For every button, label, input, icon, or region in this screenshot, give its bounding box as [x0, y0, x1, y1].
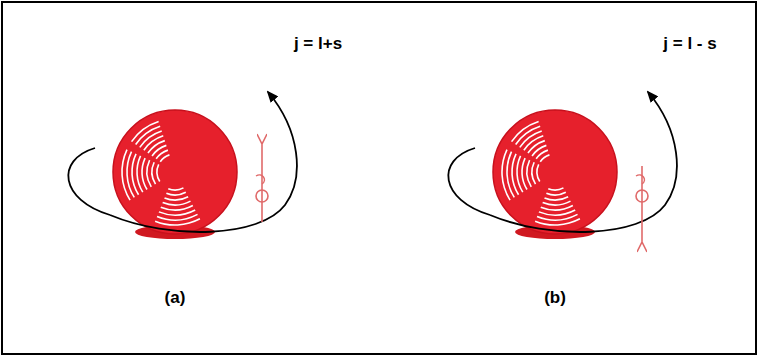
orbit-back: [68, 148, 110, 215]
state-label: j = l+s: [294, 34, 342, 54]
nucleon-sphere: [493, 110, 617, 239]
orbit-arrow: [110, 92, 297, 232]
panel-label: (b): [544, 288, 566, 308]
orbit-arrow: [490, 92, 677, 232]
spin-down-symbol: [636, 166, 648, 244]
panel-label: (a): [165, 288, 186, 308]
state-label: j = l - s: [663, 34, 716, 54]
spin-up-symbol: [256, 142, 268, 222]
nucleon-sphere: [113, 110, 237, 239]
orbit-back: [448, 148, 490, 215]
